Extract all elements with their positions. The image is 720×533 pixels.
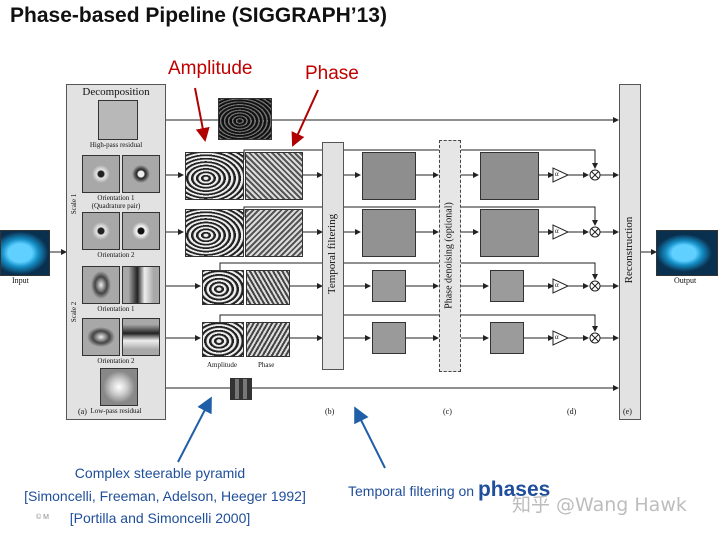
- denoised-image-2: [480, 209, 539, 257]
- denoised-image-3: [490, 270, 524, 302]
- decomposition-label: Decomposition: [66, 86, 166, 98]
- alpha-label-3: α: [555, 281, 559, 289]
- amplitude-caption: Amplitude: [207, 361, 237, 369]
- orientation2b-caption: Orientation 2: [66, 357, 166, 365]
- orientation1-caption: Orientation 1: [66, 194, 166, 202]
- high-pass-caption: High-pass residual: [66, 141, 166, 149]
- output-image: [656, 230, 718, 276]
- alpha-label-1: α: [555, 170, 559, 178]
- scale2-label: Scale 2: [70, 292, 78, 332]
- amplitude-image-4: [202, 322, 244, 357]
- high-pass-preview: [218, 98, 272, 140]
- scale1-orient1-real: [82, 155, 120, 193]
- filtered-image-1: [362, 152, 416, 200]
- pyramid-annotation-line1: Complex steerable pyramid: [0, 465, 320, 481]
- scale2-orient1-real: [82, 266, 120, 304]
- reconstruction-label: Reconstruction: [623, 200, 635, 300]
- watermark: 知乎 @Wang Hawk: [512, 490, 687, 517]
- temporal-annotation-prefix: Temporal filtering on: [348, 483, 478, 499]
- scale1-orient2-imag: [122, 212, 160, 250]
- scale1-orient2-real: [82, 212, 120, 250]
- low-pass-image: [100, 368, 138, 406]
- low-pass-preview: [230, 378, 252, 400]
- orientation1b-caption: Orientation 1: [66, 305, 166, 313]
- output-label: Output: [674, 276, 696, 285]
- filtered-image-4: [372, 322, 406, 354]
- input-image: [0, 230, 50, 276]
- alpha-label-4: α: [555, 333, 559, 341]
- phase-denoising-label: Phase denoising (optional): [444, 185, 455, 327]
- scale1-label: Scale 1: [70, 184, 78, 224]
- phase-caption: Phase: [258, 361, 274, 369]
- temporal-filtering-label: Temporal filtering: [326, 194, 338, 314]
- panel-e-label: (e): [623, 407, 632, 416]
- orientation2-caption: Orientation 2: [66, 251, 166, 259]
- filtered-image-2: [362, 209, 416, 257]
- scale1-orient1-imag: [122, 155, 160, 193]
- phase-image-3: [246, 270, 290, 305]
- alpha-label-2: α: [555, 227, 559, 235]
- input-label: Input: [12, 276, 29, 285]
- phase-image-1: [245, 152, 303, 200]
- panel-c-label: (c): [443, 407, 452, 416]
- amplitude-image-1: [185, 152, 244, 200]
- denoised-image-4: [490, 322, 524, 354]
- pyramid-annotation-line2: [Simoncelli, Freeman, Adelson, Heeger 19…: [0, 488, 330, 504]
- panel-a-label: (a): [78, 407, 87, 416]
- amplitude-image-3: [202, 270, 244, 305]
- denoised-image-1: [480, 152, 539, 200]
- scale2-orient2-imag: [122, 318, 160, 356]
- amplitude-image-2: [185, 209, 244, 257]
- panel-b-label: (b): [325, 407, 334, 416]
- panel-d-label: (d): [567, 407, 576, 416]
- scale2-orient2-real: [82, 318, 120, 356]
- copyright-text: © M: [36, 514, 49, 521]
- scale2-orient1-imag: [122, 266, 160, 304]
- phase-image-2: [245, 209, 303, 257]
- quadrature-caption: (Quadrature pair): [66, 202, 166, 210]
- phase-image-4: [246, 322, 290, 357]
- high-pass-image: [98, 100, 138, 140]
- filtered-image-3: [372, 270, 406, 302]
